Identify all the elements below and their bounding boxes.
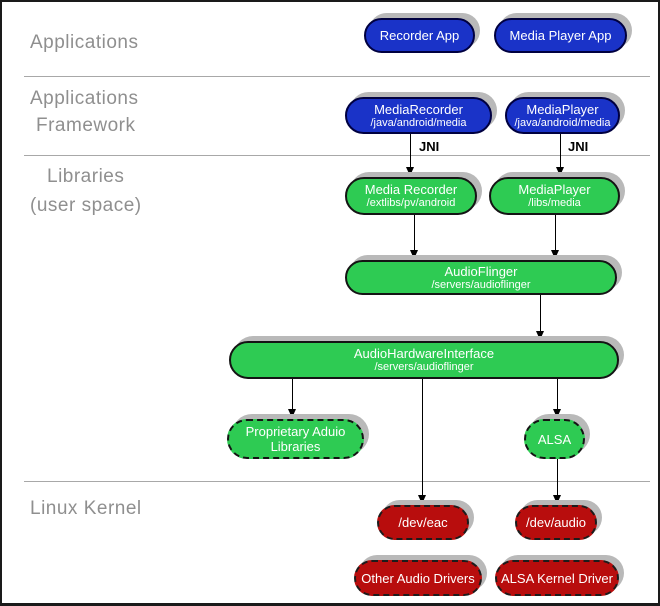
node-title: Other Audio Drivers (361, 570, 475, 586)
node-title: Libraries (270, 439, 321, 454)
node-media-recorder-native: Media Recorder /extlibs/pv/android (345, 177, 477, 215)
node-title: Media Recorder (364, 182, 458, 197)
node-path: /extlibs/pv/android (366, 197, 456, 209)
arrowhead-down-icon (553, 495, 561, 504)
arrowhead-down-icon (410, 250, 418, 259)
arrowhead-down-icon (406, 167, 414, 176)
connector-mediaplayer-to-audioflinger (555, 215, 556, 252)
connector-ahi-to-alsa (557, 379, 558, 411)
layer-label-applications: Applications (30, 32, 139, 53)
node-mediarecorder-framework: MediaRecorder /java/android/media (345, 97, 492, 134)
node-title: MediaPlayer (518, 182, 591, 197)
node-path: /servers/audioflinger (374, 361, 474, 373)
arrowhead-down-icon (418, 495, 426, 504)
node-path: /java/android/media (370, 116, 467, 129)
node-title: ALSA (537, 431, 572, 447)
arrowhead-down-icon (288, 409, 296, 418)
layer-label-libraries-line1: Libraries (47, 166, 125, 187)
node-media-player-app: Media Player App (494, 18, 627, 53)
connector-ahi-to-dev-eac (422, 379, 423, 497)
node-proprietary-audio-libraries: Proprietary Aduio Libraries (227, 419, 364, 459)
node-recorder-app: Recorder App (364, 18, 475, 53)
arrowhead-down-icon (536, 331, 544, 340)
node-alsa-kernel-driver: ALSA Kernel Driver (495, 560, 619, 596)
layer-label-framework-line2: Framework (36, 115, 136, 136)
divider-libraries-kernel (24, 481, 650, 482)
connector-mediarecorder-to-audioflinger (414, 215, 415, 252)
node-dev-eac: /dev/eac (377, 505, 469, 540)
node-title: MediaRecorder (374, 101, 463, 117)
layer-label-framework-line1: Applications (30, 88, 139, 109)
connector-mediarecorder-jni-line (410, 134, 411, 169)
arrowhead-down-icon (551, 250, 559, 259)
node-title: AudioFlinger (444, 263, 518, 279)
connector-audioflinger-to-ahi (540, 295, 541, 333)
node-path: /servers/audioflinger (431, 278, 531, 291)
node-title: Proprietary Aduio (245, 424, 346, 439)
arrowhead-down-icon (556, 167, 564, 176)
node-path: /java/android/media (514, 116, 611, 129)
node-title: MediaPlayer (526, 101, 599, 117)
node-dev-audio: /dev/audio (515, 505, 597, 540)
node-title: Media Player App (509, 28, 612, 43)
node-title: /dev/audio (526, 515, 586, 530)
connector-alsa-to-dev-audio (557, 459, 558, 497)
node-mediaplayer-framework: MediaPlayer /java/android/media (505, 97, 620, 134)
divider-applications-framework (24, 76, 650, 77)
node-title: Recorder App (379, 28, 460, 43)
node-audioflinger: AudioFlinger /servers/audioflinger (345, 260, 617, 295)
layer-label-linux-kernel: Linux Kernel (30, 498, 142, 519)
arrowhead-down-icon (553, 409, 561, 418)
layer-label-libraries-line2: (user space) (30, 195, 142, 216)
jni-label-right: JNI (568, 139, 589, 154)
node-other-audio-drivers: Other Audio Drivers (354, 560, 482, 596)
node-audio-hardware-interface: AudioHardwareInterface /servers/audiofli… (229, 341, 619, 379)
divider-framework-libraries (24, 155, 650, 156)
jni-label-left: JNI (419, 139, 440, 154)
node-alsa: ALSA (524, 419, 585, 459)
connector-mediaplayer-jni-line (560, 134, 561, 169)
node-path: /libs/media (528, 197, 581, 209)
connector-ahi-to-proprietary (292, 379, 293, 411)
node-mediaplayer-native: MediaPlayer /libs/media (489, 177, 620, 215)
node-title: /dev/eac (398, 515, 448, 530)
node-title: AudioHardwareInterface (353, 346, 495, 361)
node-title: ALSA Kernel Driver (501, 570, 613, 586)
